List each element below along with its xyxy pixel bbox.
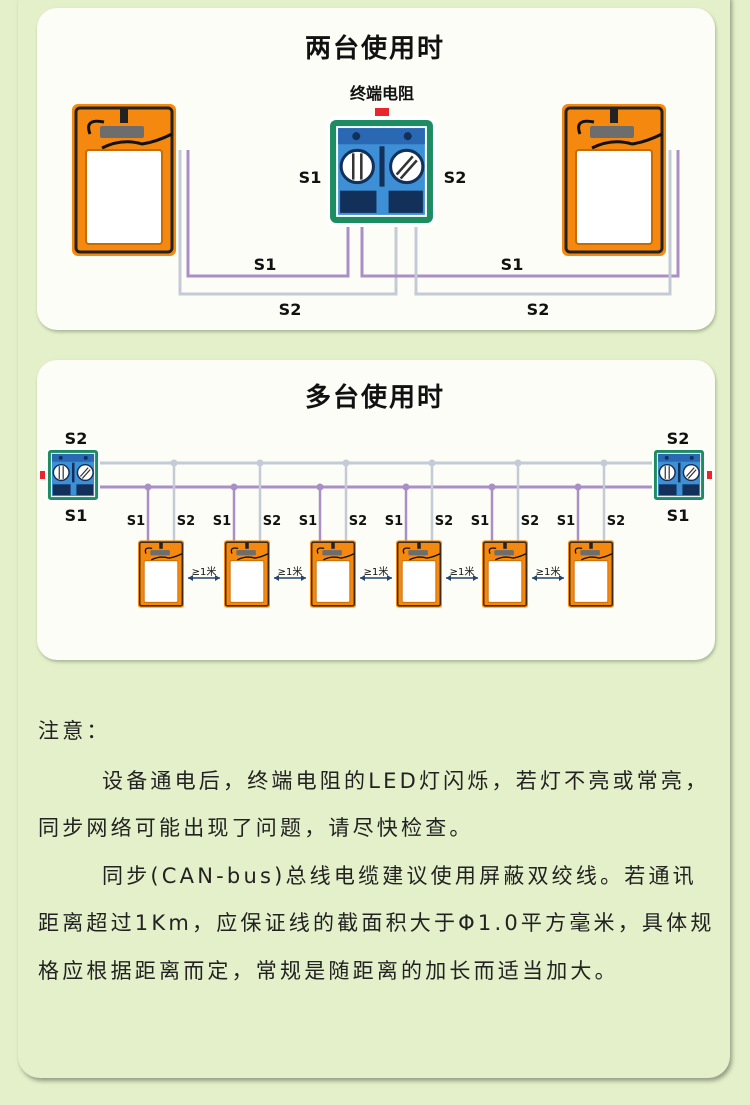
s2-junction (342, 459, 350, 467)
reader-unit (138, 540, 184, 608)
reader-left (72, 104, 176, 256)
reader-s1-label: S1 (127, 514, 145, 529)
notes-para-1: 设备通电后，终端电阻的LED灯闪烁，若灯不亮或常亮，同步网络可能出现了问题，请尽… (38, 768, 710, 841)
s2-junction (256, 459, 264, 467)
notes: 注意： 设备通电后，终端电阻的LED灯闪烁，若灯不亮或常亮，同步网络可能出现了问… (38, 708, 718, 996)
reader-unit (224, 540, 270, 608)
s1-junction (144, 483, 152, 491)
reader-s2-label: S2 (521, 514, 539, 529)
terminal-resistor (326, 116, 437, 227)
distance-label: ≥1米 (364, 565, 389, 578)
s2-junction (428, 459, 436, 467)
terminal-left (46, 448, 100, 502)
reader-s1-label: S1 (385, 514, 403, 529)
left-s2-label: S2 (65, 429, 88, 448)
reader-s1-label: S1 (557, 514, 575, 529)
reader-s2-label: S2 (177, 514, 195, 529)
distance-label: ≥1米 (450, 565, 475, 578)
terminal-right (652, 448, 706, 502)
reader-unit (396, 540, 442, 608)
reader-s2-label: S2 (607, 514, 625, 529)
s1-junction (574, 483, 582, 491)
s2-wire-label: S2 (527, 300, 550, 319)
reader-s1-label: S1 (471, 514, 489, 529)
reader-s1-label: S1 (299, 514, 317, 529)
two-units-wires (178, 150, 680, 296)
s2-label: S2 (444, 168, 467, 187)
two-units-title: 两台使用时 (304, 34, 445, 64)
terminal-label: 终端电阻 (350, 84, 414, 103)
reader-s2-label: S2 (435, 514, 453, 529)
s1-junction (316, 483, 324, 491)
reader-unit (310, 540, 356, 608)
right-s2-label: S2 (667, 429, 690, 448)
s2-junction (600, 459, 608, 467)
s1-junction (402, 483, 410, 491)
s1-wire-label: S1 (254, 255, 277, 274)
reader-right (562, 104, 666, 256)
s1-junction (488, 483, 496, 491)
multi-units-card (37, 360, 715, 660)
reader-unit (568, 540, 614, 608)
reader-unit (482, 540, 528, 608)
distance-label: ≥1米 (192, 565, 217, 578)
reader-s2-label: S2 (263, 514, 281, 529)
distance-label: ≥1米 (536, 565, 561, 578)
led-indicator (375, 108, 389, 116)
notes-para-2: 同步(CAN-bus)总线电缆建议使用屏蔽双绞线。若通讯距离超过1Km，应保证线… (38, 863, 715, 983)
reader-s1-label: S1 (213, 514, 231, 529)
reader-s2-label: S2 (349, 514, 367, 529)
left-s1-label: S1 (65, 506, 88, 525)
s1-label: S1 (299, 168, 322, 187)
s2-junction (170, 459, 178, 467)
multi-units-title: 多台使用时 (304, 383, 445, 413)
right-s1-label: S1 (667, 506, 690, 525)
s2-junction (514, 459, 522, 467)
s2-wire-label: S2 (279, 300, 302, 319)
s1-wire-label: S1 (501, 255, 524, 274)
distance-label: ≥1米 (278, 565, 303, 578)
s1-junction (230, 483, 238, 491)
notes-heading: 注意： (38, 719, 111, 743)
